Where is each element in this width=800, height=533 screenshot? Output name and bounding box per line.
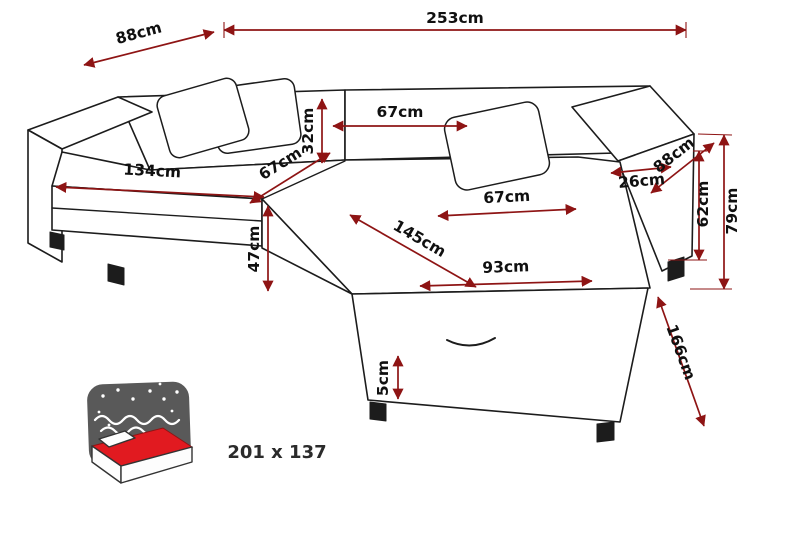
drawer-handle-icon — [446, 337, 496, 347]
star-dot — [107, 423, 111, 427]
bed-side-face-shape — [120, 446, 193, 484]
dimension-label-seat-front-height: 47cm — [245, 226, 263, 273]
stars-icon — [97, 382, 179, 427]
dimension-label-backrest-width: 67cm — [377, 103, 424, 121]
dimension-line-chaise-front-width — [419, 275, 593, 292]
chaise-drawer-front-shape — [351, 287, 649, 423]
pillow-front-shape — [156, 77, 250, 159]
dimension-label-chaise-side-depth: 166cm — [662, 322, 699, 382]
dimension-label-back-depth-left: 88cm — [114, 18, 164, 48]
seat-front-seam-line — [51, 207, 263, 222]
star-dot — [162, 397, 166, 401]
star-dot — [148, 389, 152, 393]
pillow-right-shape — [443, 101, 551, 191]
sleeping-area-size-label: 201 x 137 — [227, 442, 326, 463]
bed-pillow-shape — [98, 430, 136, 448]
extension-tick — [697, 133, 733, 136]
dimension-label-chaise-seat-width: 67cm — [483, 187, 531, 207]
sofa-leg-front-left — [49, 231, 65, 251]
star-dot — [101, 394, 105, 398]
star-dot — [131, 397, 135, 401]
star-dot — [116, 388, 120, 392]
dimension-line-chaise-seat-width — [437, 204, 577, 221]
star-dot — [97, 410, 101, 414]
dimension-label-armrest-width-right: 26cm — [617, 170, 665, 192]
dimension-line-chaise-length — [349, 214, 477, 288]
star-dot — [158, 382, 162, 386]
sofa-leg-chaise-right — [596, 421, 615, 443]
sofa-leg-left-armrest — [107, 263, 125, 286]
blanket-wave-line — [93, 414, 181, 426]
dimension-label-seat-width-left: 134cm — [123, 161, 182, 182]
base-corner-face-shape — [261, 198, 353, 295]
sofa-drawing-group — [27, 77, 695, 443]
sofa-leg-chaise-left — [369, 401, 387, 422]
dimension-label-armrest-height-right: 62cm — [694, 181, 712, 228]
star-dot — [175, 390, 179, 394]
dimension-label-chaise-front-width: 93cm — [482, 257, 530, 277]
dimension-line-back-depth-left — [83, 29, 215, 68]
dimension-label-total-width: 253cm — [426, 9, 484, 27]
sofa-leg-right-side — [667, 256, 685, 282]
dimension-line-seat-width-left — [55, 181, 265, 203]
star-dot — [170, 409, 174, 413]
dimension-line-seat-depth-left — [249, 152, 331, 204]
dimension-label-leg-height: 5cm — [374, 360, 392, 396]
dimension-label-backrest-height: 32cm — [299, 108, 317, 155]
dimension-line-chaise-side-depth — [656, 296, 706, 427]
dimension-label-total-height: 79cm — [723, 188, 741, 235]
dimension-lines-group — [55, 22, 733, 427]
sofa-bed-icon — [87, 381, 194, 484]
